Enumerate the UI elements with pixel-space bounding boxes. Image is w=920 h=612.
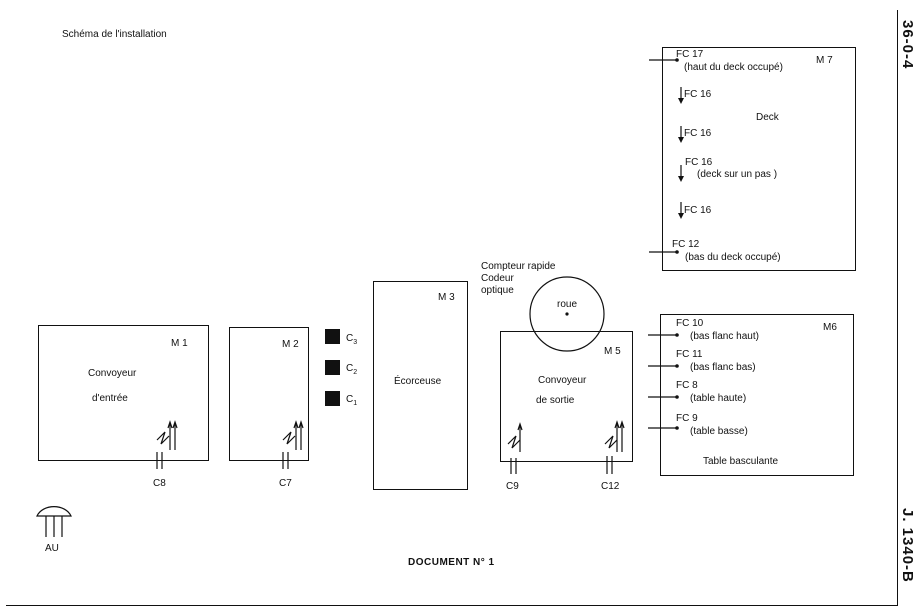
cell-c3-label: C3 [346,333,358,346]
document-number: DOCUMENT N° 1 [408,557,495,568]
diagram-title: Schéma de l'installation [62,29,167,40]
m2-sensor-label: C7 [279,478,292,489]
m7-switch-fc16-c-code: FC 16 [685,157,713,168]
m1-code: M 1 [171,338,188,349]
emergency-stop-icon [36,506,72,537]
photo-sensor-c8-icon [156,420,178,469]
cell-c2-marker [325,360,340,375]
m3-box [373,281,468,490]
cell-c3-marker [325,329,340,344]
counter-line2: Codeur [481,273,514,284]
m1-box [38,325,209,461]
m6-switch-fc10-code: FC 10 [676,318,704,329]
m7-switch-fc16-c-desc: (deck sur un pas ) [697,169,778,180]
cell-c1-label: C1 [346,394,358,407]
m7-switch-fc16-b-code: FC 16 [684,128,712,139]
photo-sensor-c9-icon [507,422,523,474]
m7-switch-fc16-a-code: FC 16 [684,89,712,100]
m5-sensor-right-label: C12 [601,481,620,492]
m6-switch-fc11-code: FC 11 [676,349,703,360]
photo-sensor-c12-icon [604,420,625,474]
m7-switch-fc17-code: FC 17 [676,49,704,60]
m5-code: M 5 [604,346,621,357]
m7-switch-fc12-code: FC 12 [672,239,700,250]
m6-name: Table basculante [703,456,779,467]
counter-line3: optique [481,285,514,296]
m1-name-line2: d'entrée [92,393,128,404]
m7-switch-fc16-d-code: FC 16 [684,205,712,216]
m6-box [660,314,854,476]
m1-sensor-label: C8 [153,478,166,489]
m3-name: Écorceuse [394,376,442,387]
m6-switch-fc10-desc: (bas flanc haut) [690,331,759,342]
m5-name-line1: Convoyeur [538,375,587,386]
m1-name-line1: Convoyeur [88,368,137,379]
m2-box [229,327,309,461]
m3-code: M 3 [438,292,455,303]
document-frame [6,10,898,606]
m7-switch-fc17-desc: (haut du deck occupé) [684,62,783,73]
m6-code: M6 [823,322,837,333]
m2-code: M 2 [282,339,299,350]
m7-switch-fc12-desc: (bas du deck occupé) [685,252,781,263]
cell-c1-marker [325,391,340,406]
au-label: AU [45,543,59,554]
encoder-wheel-icon [529,276,605,352]
m6-switch-fc11-desc: (bas flanc bas) [690,362,756,373]
m7-code: M 7 [816,55,833,66]
m7-box [662,47,856,271]
counter-line1: Compteur rapide [481,261,556,272]
m5-sensor-left-label: C9 [506,481,519,492]
m5-box [500,331,633,462]
wheel-label: roue [557,299,578,310]
m6-switch-fc9-desc: (table basse) [690,426,748,437]
cell-c2-label: C2 [346,363,358,376]
m6-switch-fc9-code: FC 9 [676,413,698,424]
m6-switch-fc8-code: FC 8 [676,380,698,391]
m7-name: Deck [756,112,779,123]
m5-name-line2: de sortie [536,395,575,406]
photo-sensor-c7-icon [282,420,304,469]
m6-switch-fc8-desc: (table haute) [690,393,747,404]
